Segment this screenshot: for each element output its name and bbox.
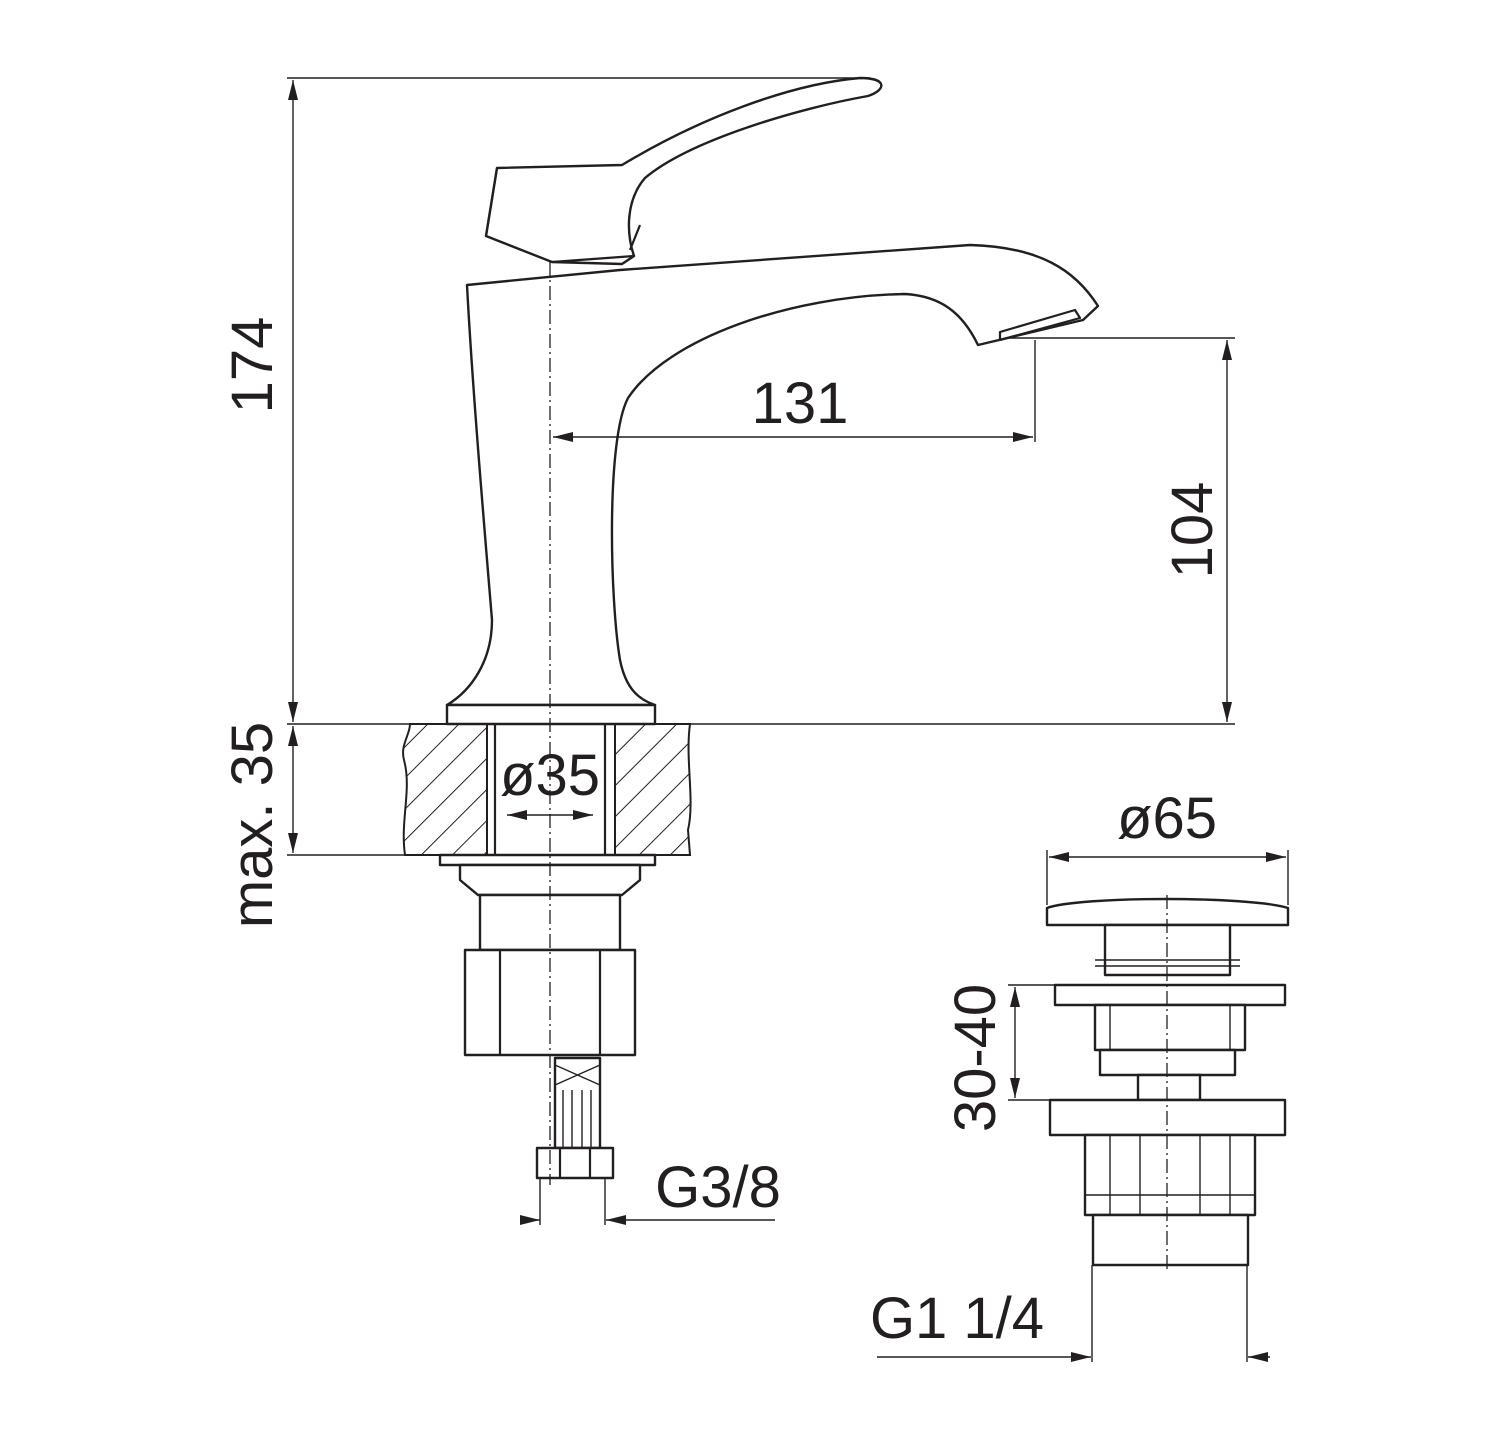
faucet-drawing xyxy=(402,76,1100,1185)
pop-up-waste-drawing xyxy=(1045,895,1290,1270)
g38-label: G3/8 xyxy=(655,1155,781,1220)
supply-hose xyxy=(535,1056,615,1180)
g114-label: G1 1/4 xyxy=(870,1286,1044,1351)
faucet-body xyxy=(445,243,1100,707)
waste-cap xyxy=(1045,897,1290,927)
height-174-label: 174 xyxy=(220,317,285,414)
countertop-section xyxy=(402,723,692,856)
cap-diameter-label: ø65 xyxy=(1117,786,1217,851)
pop-up-waste-dimensions: ø65 30-40 G1 1/4 xyxy=(870,786,1289,1362)
hole-diameter-label: ø35 xyxy=(500,743,600,808)
waste-thread xyxy=(1091,1213,1250,1267)
faucet-dimensions: 174 max. 35 ø35 131 104 G3/8 xyxy=(220,77,1235,1225)
height-104-label: 104 xyxy=(1160,482,1225,579)
waste-flange xyxy=(1053,983,1287,1007)
max-35-label: max. 35 xyxy=(220,722,285,928)
faucet-base-flange xyxy=(445,703,657,726)
reach-131-label: 131 xyxy=(752,371,849,436)
clamping-range-label: 30-40 xyxy=(943,984,1008,1132)
faucet-lever xyxy=(484,76,883,266)
